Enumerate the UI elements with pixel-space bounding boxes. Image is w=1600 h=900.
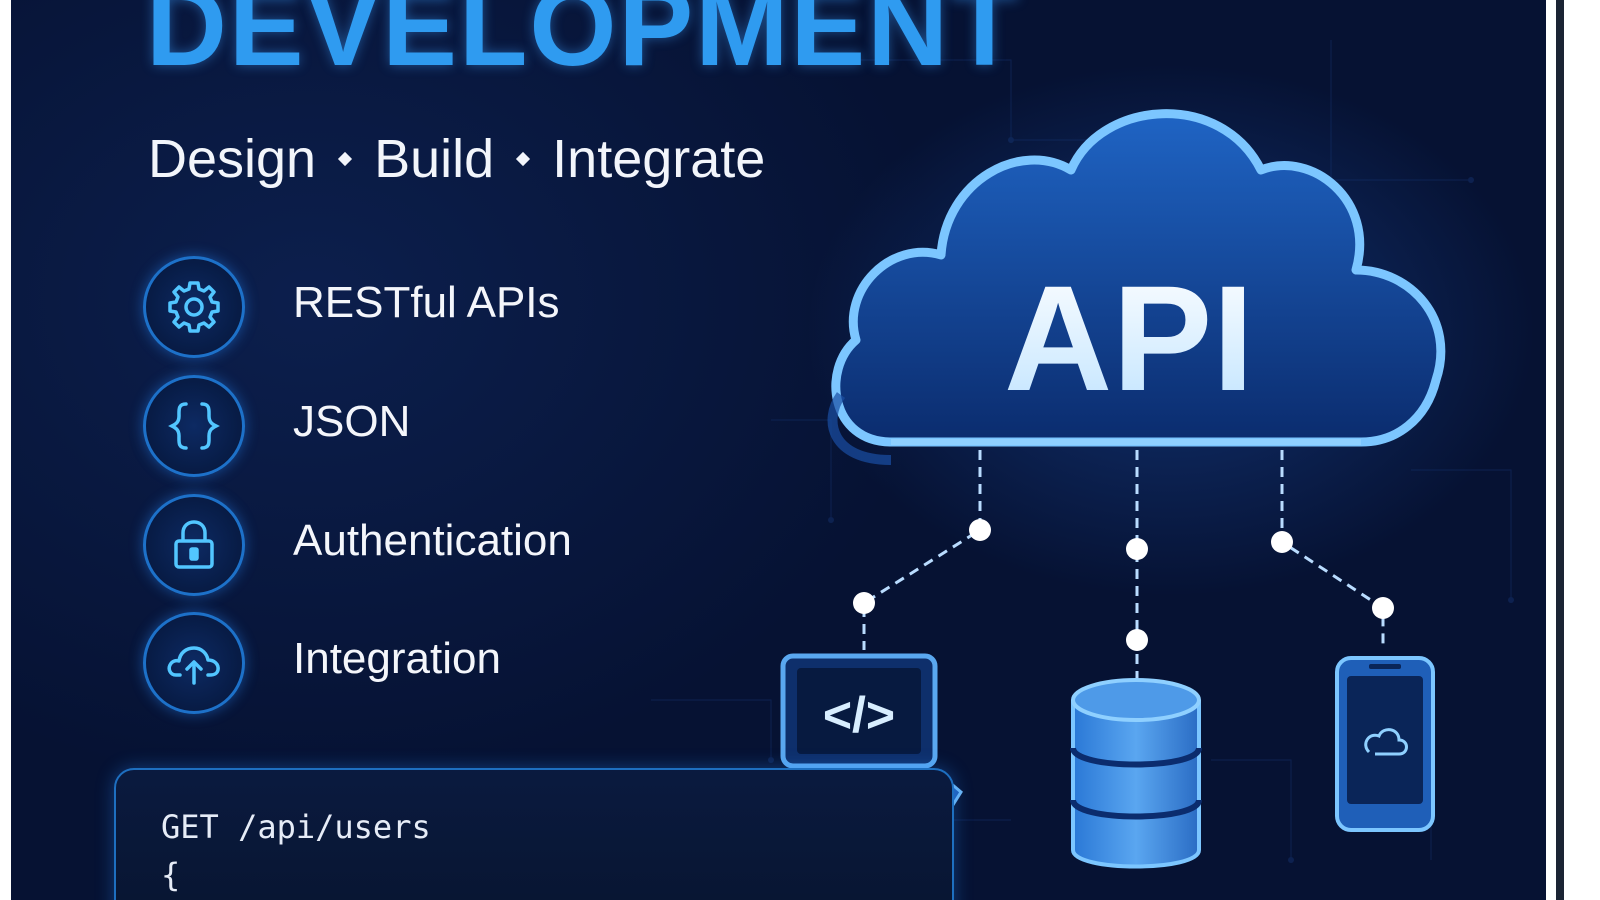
cloud-upload-icon: [167, 646, 220, 685]
database-icon: [1070, 678, 1202, 869]
phone-icon: [1335, 656, 1435, 832]
tagline-build: Build: [374, 129, 495, 189]
connection-lines: [862, 450, 1385, 690]
cloud-label: API: [1004, 254, 1254, 422]
feature-authentication: Authentication: [143, 494, 743, 596]
cloud-icon: [827, 109, 1446, 465]
circuit-grid-background: [651, 40, 1514, 863]
curly-braces-icon: [168, 402, 220, 450]
tagline-design: Design: [148, 129, 317, 189]
feature-badge: [143, 494, 245, 596]
feature-restful-apis: RESTful APIs: [143, 256, 743, 358]
feature-badge: [143, 375, 245, 477]
lock-icon: [174, 520, 214, 569]
api-network-illustration: API </>: [750, 109, 1446, 869]
gear-icon: [168, 281, 220, 333]
tagline-integrate: Integrate: [552, 129, 766, 189]
feature-label: Integration: [293, 634, 501, 683]
feature-badge: [143, 256, 245, 358]
code-line-brace: {: [161, 856, 181, 894]
code-line-request: GET /api/users: [161, 808, 431, 846]
feature-json: JSON: [143, 375, 743, 477]
feature-label: Authentication: [293, 516, 572, 565]
feature-label: RESTful APIs: [293, 278, 560, 327]
right-margin: [1546, 0, 1600, 900]
feature-label: JSON: [293, 397, 411, 446]
feature-integration: Integration: [143, 612, 743, 714]
feature-badge: [143, 612, 245, 714]
poster: DEVELOPMENT Design Build Integrate RESTful…: [11, 0, 1546, 900]
tagline: Design Build Integrate: [148, 128, 765, 190]
code-glyph: </>: [823, 687, 895, 743]
connection-nodes: [853, 519, 1394, 651]
page-title: DEVELOPMENT: [146, 0, 1021, 89]
code-snippet-panel: GET /api/users {: [114, 768, 954, 900]
right-edge-bar: [1556, 0, 1564, 900]
